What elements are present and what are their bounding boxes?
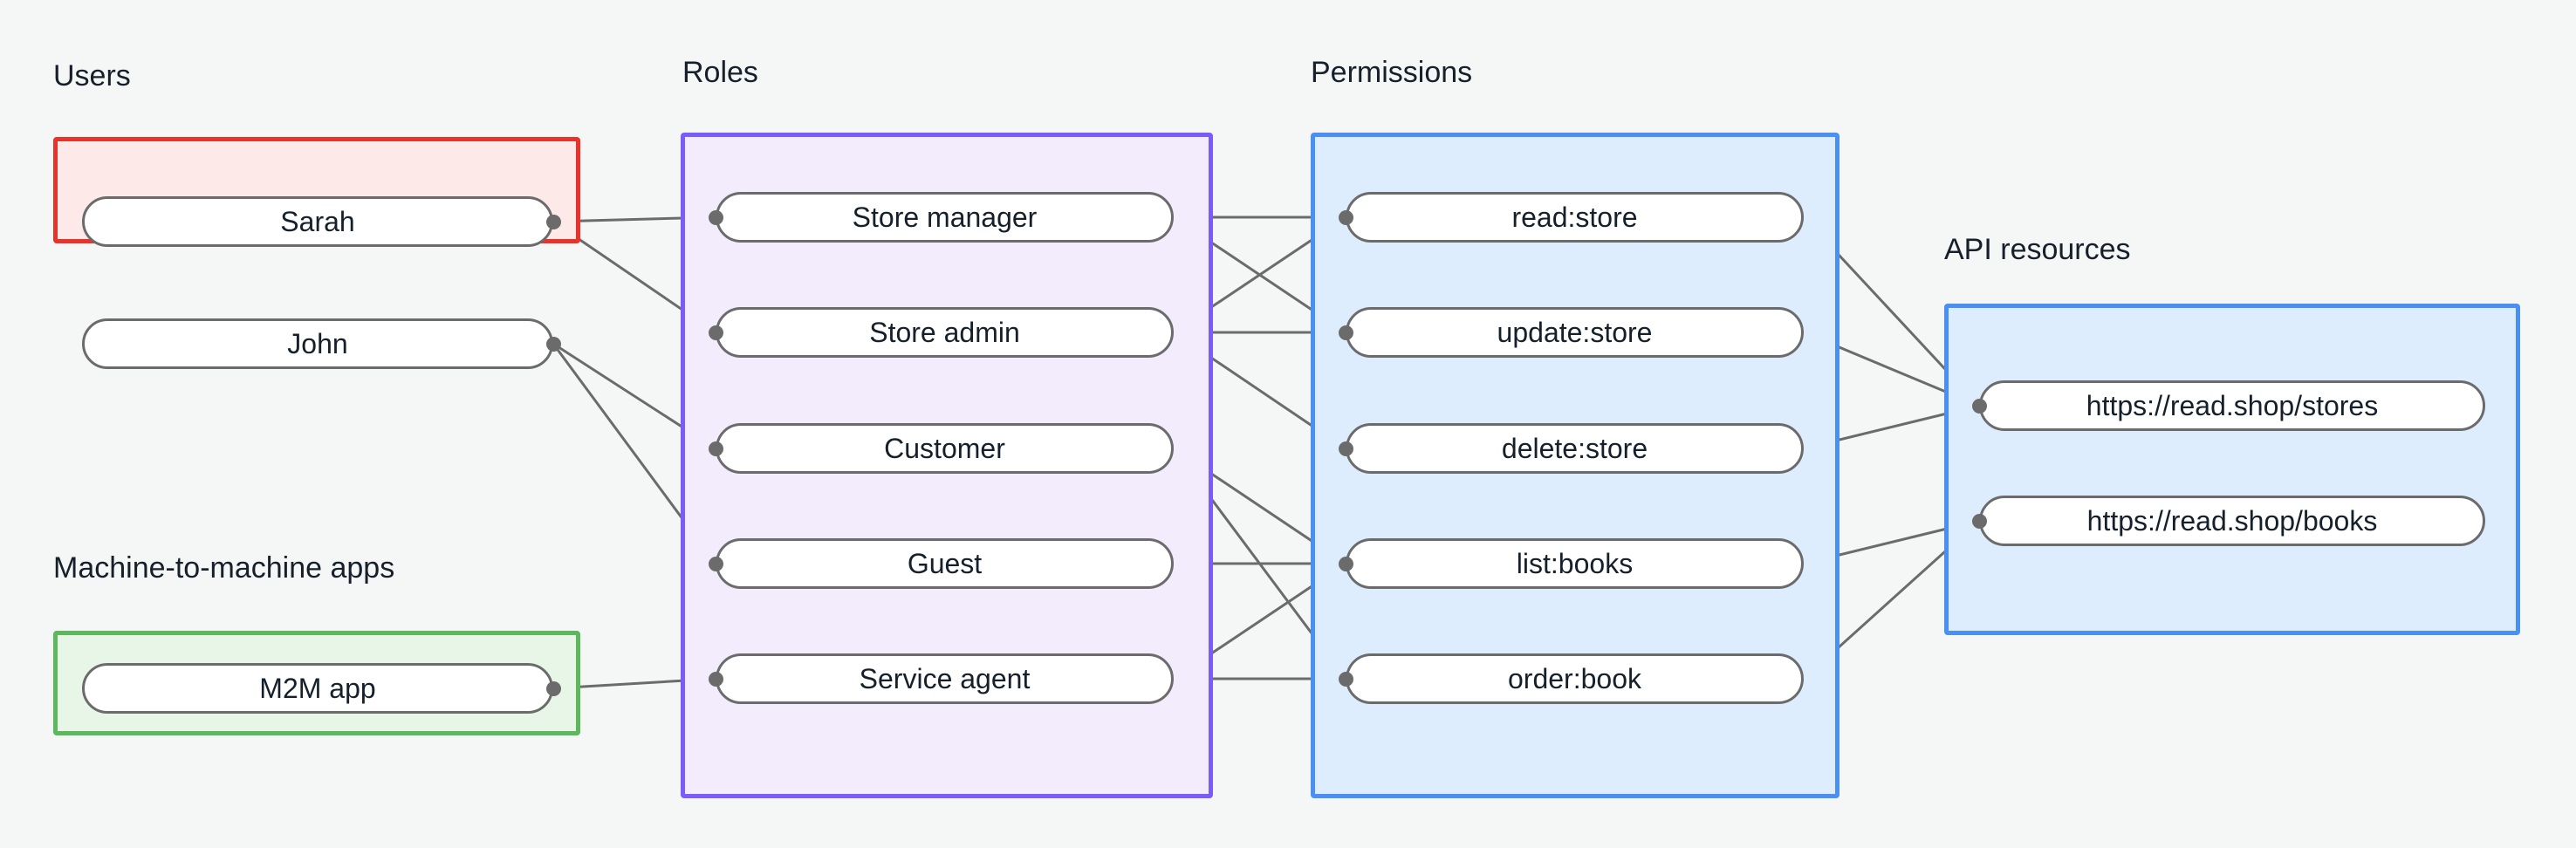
node-update-store[interactable]: update:store [1346,307,1804,358]
node-label-res-books: https://read.shop/books [2086,504,2378,537]
port-service-agent [708,671,723,687]
port-res-stores [1971,398,1987,414]
node-res-stores[interactable]: https://read.shop/stores [1979,380,2485,431]
node-label-m2mapp: M2M app [259,672,376,704]
port-customer [708,441,723,456]
port-res-books [1971,513,1987,529]
port-delete-store [1338,441,1353,456]
node-order-book[interactable]: order:book [1346,653,1804,704]
node-label-customer: Customer [884,432,1005,464]
node-label-order-book: order:book [1508,662,1641,694]
port-list-books [1338,556,1353,571]
group-label-roles: Roles [682,56,758,89]
node-customer[interactable]: Customer [716,423,1174,474]
node-delete-store[interactable]: delete:store [1346,423,1804,474]
node-label-res-stores: https://read.shop/stores [2086,389,2379,421]
node-label-john: John [287,327,348,359]
node-store-admin[interactable]: Store admin [716,307,1174,358]
node-sarah[interactable]: Sarah [82,196,553,247]
port-john [545,336,561,352]
port-sarah [545,214,561,229]
node-list-books[interactable]: list:books [1346,538,1804,589]
node-label-delete-store: delete:store [1501,432,1648,464]
port-update-store [1338,325,1353,340]
group-box-api [1944,304,2520,635]
node-res-books[interactable]: https://read.shop/books [1979,496,2485,546]
node-label-store-admin: Store admin [869,316,1020,348]
node-label-sarah: Sarah [280,205,355,237]
node-store-manager[interactable]: Store manager [716,192,1174,243]
node-label-service-agent: Service agent [859,662,1031,694]
port-order-book [1338,671,1353,687]
port-guest [708,556,723,571]
node-label-read-store: read:store [1511,201,1638,233]
node-label-update-store: update:store [1497,316,1653,348]
node-guest[interactable]: Guest [716,538,1174,589]
group-label-m2m: Machine-to-machine apps [53,551,395,585]
node-john[interactable]: John [82,318,553,369]
node-service-agent[interactable]: Service agent [716,653,1174,704]
port-read-store [1338,209,1353,225]
group-label-users: Users [53,59,131,92]
node-label-list-books: list:books [1516,547,1634,579]
node-label-guest: Guest [907,547,983,579]
group-label-permissions: Permissions [1311,56,1473,89]
node-read-store[interactable]: read:store [1346,192,1804,243]
node-label-store-manager: Store manager [852,201,1038,233]
port-store-admin [708,325,723,340]
port-store-manager [708,209,723,225]
port-m2mapp [545,680,561,696]
node-m2mapp[interactable]: M2M app [82,663,553,714]
group-label-api: API resources [1944,233,2131,266]
